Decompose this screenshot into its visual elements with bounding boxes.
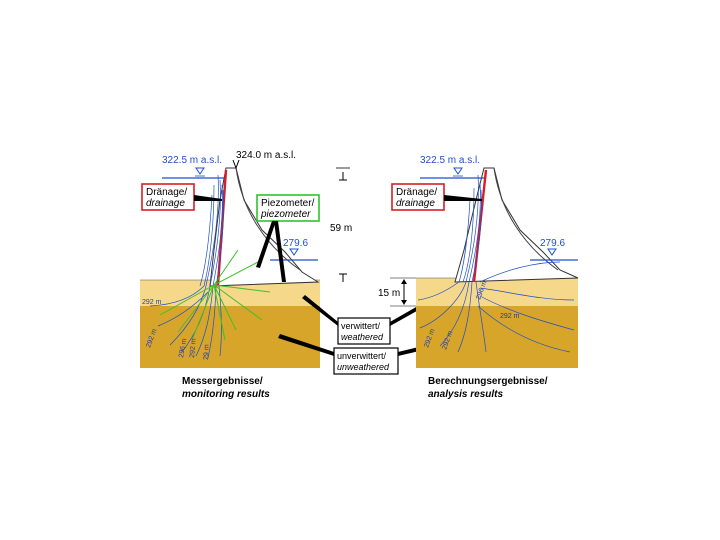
caption-left: Messergebnisse/ [182, 376, 263, 387]
contour-label: 292 m [142, 299, 162, 306]
dam-body-right [454, 167, 579, 283]
unweathered-label-en: unweathered [337, 362, 390, 372]
drainage-callout-left [141, 183, 195, 211]
water-level-icon [453, 167, 463, 175]
crest-marker-icon [232, 159, 240, 170]
drainage-label-en: drainage [146, 198, 185, 209]
right-panel: 15 m 296 m 292 m 292 m [378, 155, 579, 400]
downstream-level-label: 279.6 [540, 238, 565, 249]
middle-annotations: 59 m verwittert/ weathered unverwittert/… [278, 167, 466, 375]
left-panel: 292 m 292 m 296 m 292 m 29 m 322.5 m a.s… [140, 150, 320, 400]
caption-left-en: monitoring results [182, 389, 270, 400]
water-level-icon [195, 167, 205, 175]
piezometer-lines-left [159, 249, 271, 341]
upstream-level-label: 322.5 m a.s.l. [162, 155, 222, 166]
depth-label: 15 m [378, 288, 400, 299]
weathered-callout [337, 317, 391, 345]
upstream-level-label: 322.5 m a.s.l. [420, 155, 480, 166]
caption-right-en: analysis results [428, 389, 503, 400]
caption-right: Berechnungsergebnisse/ [428, 376, 548, 387]
pointer-arrow [278, 334, 334, 356]
unweathered-rock-layer-right [416, 306, 578, 368]
crest-level-label: 324.0 m a.s.l. [236, 150, 296, 161]
piezometer-label: Piezometer/ [261, 198, 315, 209]
contour-label: 29 m [203, 344, 211, 360]
dam-body-left [209, 167, 320, 287]
pointer-arrow [256, 221, 276, 268]
drainage-label: Dränage/ [146, 187, 187, 198]
contour-label: 292 m [500, 313, 520, 320]
contour-label: 292 m [189, 338, 198, 358]
water-level-icon [289, 248, 299, 256]
pointer-arrow [194, 195, 222, 201]
dam-height-label: 59 m [330, 223, 352, 234]
pointer-arrow [274, 221, 286, 282]
downstream-level-label: 279.6 [283, 238, 308, 249]
drainage-label-en: drainage [396, 198, 435, 209]
weathered-label-en: weathered [341, 332, 384, 342]
unweathered-rock-layer-left [140, 306, 320, 368]
pointer-arrow [444, 195, 482, 201]
piezometer-callout [256, 194, 320, 222]
unweathered-callout [333, 347, 399, 375]
piezometer-label-en: piezometer [260, 209, 311, 220]
drainage-label: Dränage/ [396, 187, 437, 198]
weathered-rock-layer-right [416, 278, 578, 306]
weathered-label: verwittert/ [341, 321, 381, 331]
pointer-arrow [302, 295, 338, 326]
water-level-icon [547, 248, 557, 256]
unweathered-label: unverwittert/ [337, 351, 387, 361]
contour-label: 296 m [178, 338, 188, 359]
